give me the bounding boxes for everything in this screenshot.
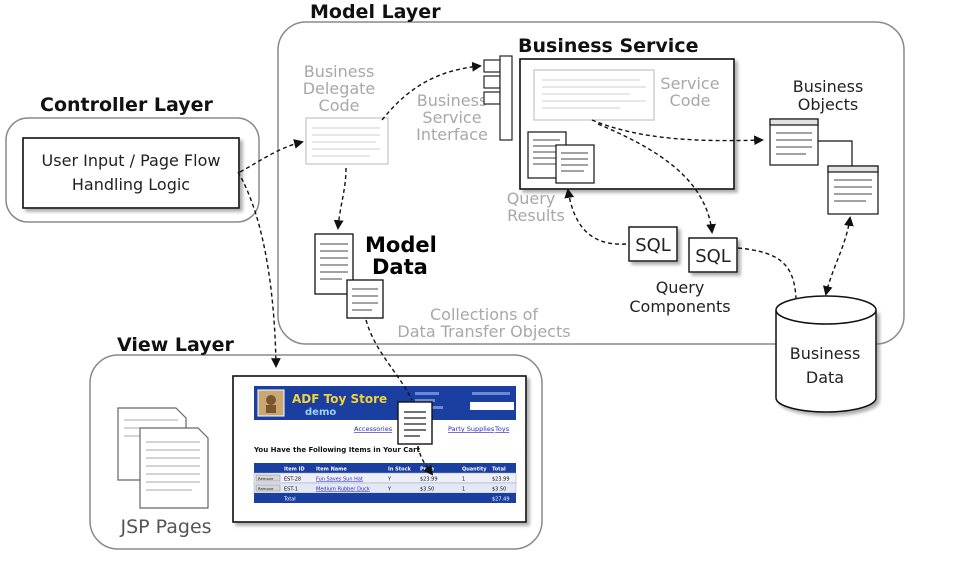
cart-column-header: Total xyxy=(492,467,506,473)
query-results-docs-icon xyxy=(527,131,595,184)
model-layer-title: Model Layer xyxy=(310,1,441,23)
sql-box-2-label: SQL xyxy=(695,246,731,267)
arrow-doc-to-table xyxy=(417,445,434,476)
cart-header-row xyxy=(254,463,516,473)
business-data-label-2: Data xyxy=(806,368,844,387)
cart-heading: You Have the Following Items in Your Car… xyxy=(253,446,421,454)
arrow-delegate-to-interface xyxy=(381,61,482,121)
remove-item-label: Remove xyxy=(258,486,274,491)
cart-total-row xyxy=(254,493,516,503)
arrow-sql-to-business-data xyxy=(737,247,797,299)
business-data-cylinder-icon xyxy=(775,295,877,413)
table-cell: 1 xyxy=(462,487,465,493)
cart-column-header: Item ID xyxy=(284,467,305,473)
sql-box-2 xyxy=(688,237,738,273)
table-cell: $23.99 xyxy=(420,477,438,483)
model-data-label-2: Data xyxy=(372,255,428,279)
table-cell: $3.50 xyxy=(420,487,434,493)
model-data-label-1: Model xyxy=(365,233,437,257)
service-code-label-1: Service xyxy=(660,74,719,93)
table-cell: EST-28 xyxy=(284,477,301,483)
controller-logic-line2: Handling Logic xyxy=(72,175,190,194)
arrow-controller-to-view xyxy=(237,171,281,368)
interface-label-1: Business xyxy=(417,91,488,110)
sql-box-1-label: SQL xyxy=(635,235,671,256)
business-object-1-icon xyxy=(769,118,819,166)
arrow-sql-to-query-results xyxy=(564,188,627,245)
cart-total-label: Total xyxy=(283,497,296,503)
transfer-object-doc-icon xyxy=(397,401,433,445)
nav-accessories-link[interactable]: Accessories xyxy=(354,425,393,433)
query-components-label-1: Query xyxy=(656,278,705,297)
store-title: ADF Toy Store xyxy=(292,392,387,406)
arrow-service-to-business-object xyxy=(591,119,764,146)
controller-layer-title: Controller Layer xyxy=(40,94,214,116)
service-code-label-2: Code xyxy=(670,91,711,110)
query-components-label-2: Components xyxy=(629,297,730,316)
business-service-title: Business Service xyxy=(518,35,698,57)
delegate-label-2: Delegate xyxy=(303,79,376,98)
model-data-docs-icon xyxy=(314,233,384,319)
business-objects-label-2: Objects xyxy=(798,95,858,114)
store-subtitle: demo xyxy=(305,407,336,418)
service-interface-connector-icon xyxy=(483,55,513,141)
query-results-label-1: Query xyxy=(507,189,556,208)
remove-item-label: Remove xyxy=(258,476,274,481)
remove-item-button[interactable] xyxy=(255,474,281,482)
view-layer-title: View Layer xyxy=(117,334,235,356)
cart-column-header: Quantity xyxy=(462,467,487,473)
jsp-pages-icon xyxy=(117,407,209,509)
interface-label-2: Service xyxy=(422,108,481,127)
web-page-mockup: ADF Toy Store demo Accessories Party Sup… xyxy=(232,375,527,523)
business-object-2-icon xyxy=(827,165,879,215)
arrow-delegate-to-model-data xyxy=(333,167,347,230)
table-cell: $23.99 xyxy=(492,477,510,483)
arrow-business-objects-data xyxy=(822,216,854,296)
table-cell: EST-1 xyxy=(284,487,298,493)
sql-box-1 xyxy=(628,226,678,262)
delegate-code-doc-icon xyxy=(305,117,389,165)
jsp-pages-label: JSP Pages xyxy=(119,516,211,538)
item-name-link[interactable]: Medium Rubber Duck xyxy=(316,487,370,493)
delegate-label-3: Code xyxy=(319,96,360,115)
delegate-label-1: Business xyxy=(304,62,375,81)
controller-logic-box xyxy=(22,137,240,209)
item-name-link[interactable]: Fun Saves Sun Hat xyxy=(316,477,363,483)
business-data-label-1: Business xyxy=(790,344,861,363)
table-cell: Y xyxy=(387,477,392,483)
collections-label-2: Data Transfer Objects xyxy=(397,322,570,341)
controller-logic-line1: User Input / Page Flow xyxy=(42,151,221,170)
nav-toys-link[interactable]: Toys xyxy=(494,425,510,433)
business-objects-link xyxy=(818,140,853,166)
arrow-model-data-to-page xyxy=(365,319,413,401)
remove-item-button[interactable] xyxy=(255,484,281,492)
table-cell: $3.50 xyxy=(492,487,506,493)
business-objects-label-1: Business xyxy=(793,77,864,96)
cart-total-value: $27.49 xyxy=(492,497,510,503)
service-code-doc-icon xyxy=(533,69,655,121)
arrow-service-to-sql xyxy=(597,123,716,234)
nav-party-supplies-link[interactable]: Party Supplies xyxy=(448,425,495,433)
interface-label-3: Interface xyxy=(416,125,488,144)
table-cell: 1 xyxy=(462,477,465,483)
cart-column-header: Item Name xyxy=(316,467,347,473)
cart-column-header: In Stock xyxy=(388,467,412,473)
query-results-label-2: Results xyxy=(507,206,565,225)
collections-label-1: Collections of xyxy=(430,305,538,324)
table-cell: Y xyxy=(387,487,392,493)
